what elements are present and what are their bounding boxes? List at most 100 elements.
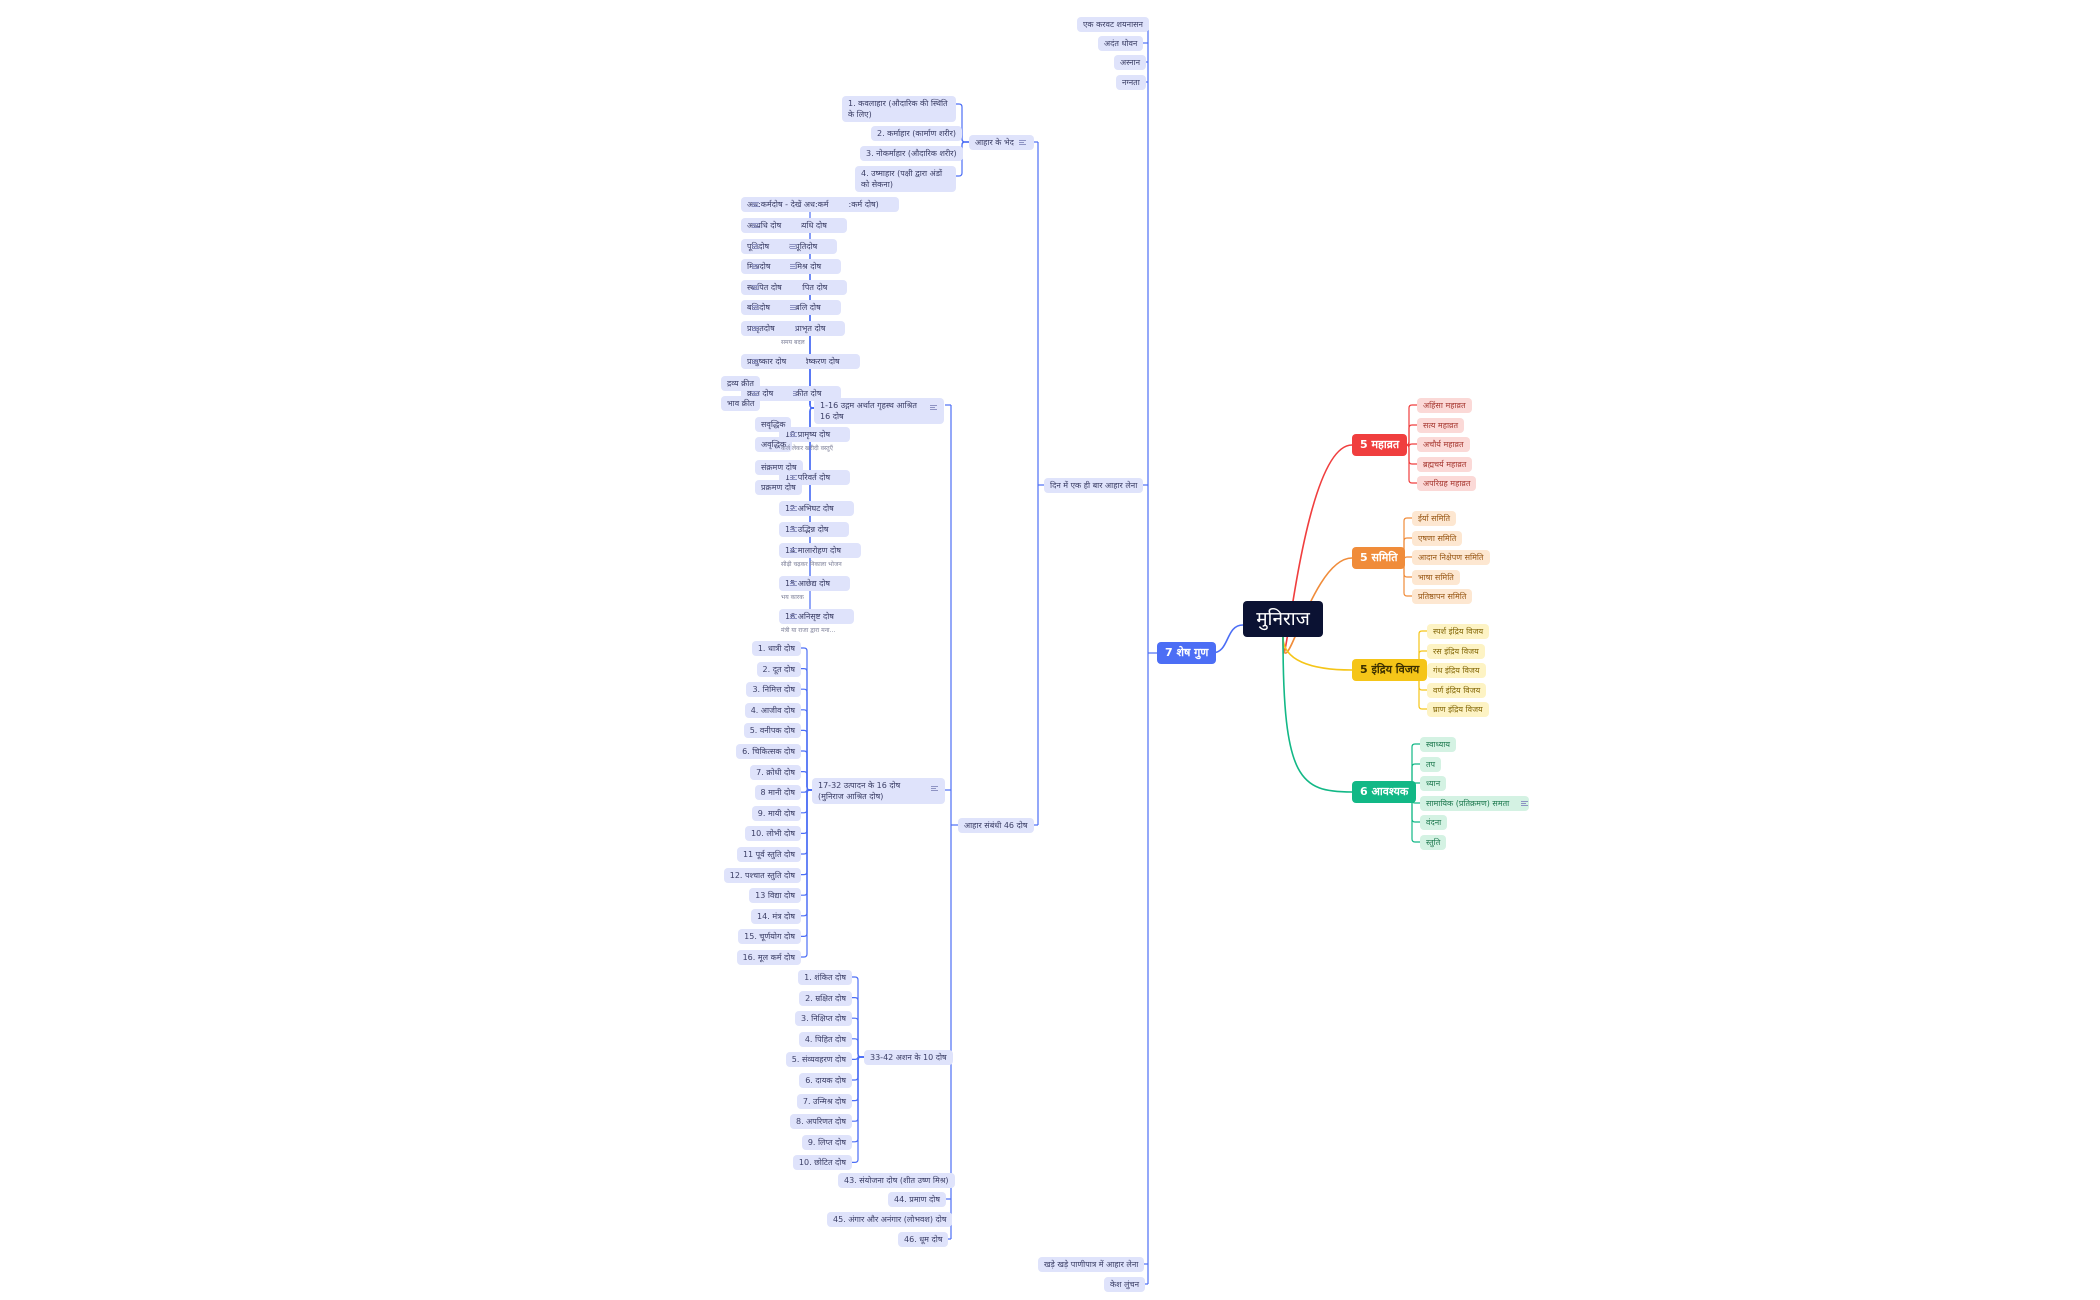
avashyak-item[interactable]: तप	[1420, 757, 1442, 772]
dosh-44[interactable]: 44. प्रमाण दोष	[888, 1192, 946, 1207]
udgam-dosh-item[interactable]: 9. क्रीत दोष	[779, 386, 842, 401]
utpadan-dosh[interactable]: 17-32 उत्पादन के 16 दोष (मुनिराज आश्रित …	[812, 778, 945, 804]
shesh-item[interactable]: एक करवट शयनासन	[1077, 17, 1149, 32]
shesh-item[interactable]: नग्नता	[1116, 75, 1146, 90]
utpadan-dosh-item[interactable]: 1. धात्री दोष	[751, 641, 801, 656]
mahavrat-item[interactable]: अचौर्य महाव्रत	[1417, 437, 1470, 452]
udgam-dosh-item[interactable]: 13 उद्भिन्न दोष	[779, 522, 849, 537]
ashan-dosh-item[interactable]: 9. लिप्त दोष	[801, 1134, 852, 1150]
samiti-item[interactable]: प्रतिष्ठापन समिति	[1412, 589, 1473, 604]
note-icon[interactable]	[790, 244, 797, 249]
note-icon[interactable]	[790, 581, 797, 586]
ahar-bhed[interactable]: आहार के भेद	[969, 135, 1034, 150]
utpadan-dosh-item[interactable]: 4. आजीव दोष	[744, 702, 801, 718]
avashyak-item[interactable]: सामायिक (प्रतिक्रमण) समता	[1420, 796, 1530, 811]
ashan-dosh-item[interactable]: 8. अपरिणत दोष	[789, 1114, 852, 1130]
ashan-dosh-item[interactable]: 7. उन्मिश्र दोष	[796, 1093, 852, 1109]
dosh-46[interactable]: आहार संबंधी 46 दोष	[958, 818, 1034, 833]
note-icon[interactable]	[752, 326, 759, 331]
samiti-item[interactable]: भाषा समिति	[1412, 570, 1460, 585]
note-icon[interactable]	[1521, 801, 1528, 806]
shesh-item[interactable]: दिन में एक ही बार आहार लेना	[1044, 478, 1144, 493]
topic-shesh-gun[interactable]: 7 शेष गुण	[1157, 642, 1217, 664]
utpadan-dosh-item[interactable]: 15. चूर्णयोग दोष	[738, 929, 801, 945]
ahar-bhed-item[interactable]: 2. कर्माहार (कार्माण शरीर)	[871, 126, 963, 141]
topic-avashyak[interactable]: 6 आवश्यक	[1352, 781, 1417, 803]
udgam-dosh-item[interactable]: 15 आछेद्य दोष	[779, 576, 851, 591]
note-icon[interactable]	[790, 548, 797, 553]
utpadan-dosh-item[interactable]: 16. मूल कर्म दोष	[736, 950, 801, 965]
utpadan-dosh-item[interactable]: 6. चिकित्सक दोष	[736, 744, 801, 759]
indriya-item[interactable]: स्पर्श इंद्रिय विजय	[1427, 624, 1490, 639]
topic-samiti[interactable]: 5 समिति	[1352, 547, 1406, 569]
indriya-item[interactable]: रस इंद्रिय विजय	[1427, 644, 1485, 659]
ashan-dosh-item[interactable]: 3. निक्षिप्त दोष	[794, 1011, 852, 1027]
udgam-dosh-item[interactable]: 4. मिश्र दोष	[779, 259, 842, 274]
utpadan-dosh-item[interactable]: 9. मायी दोष	[751, 805, 801, 821]
avashyak-item[interactable]: स्वाध्याय	[1420, 737, 1456, 752]
topic-indriya-vijay[interactable]: 5 इंद्रिय विजय	[1352, 659, 1428, 681]
ashan-dosh-item[interactable]: 10. छोटित दोष	[792, 1155, 852, 1171]
udgam-dosh[interactable]: 1-16 उद्गम अर्थात गृहस्थ आश्रित 16 दोष	[814, 398, 944, 424]
udgam-dosh-alias[interactable]: स्थापित दोष	[741, 280, 802, 295]
note-icon[interactable]	[752, 285, 759, 290]
ahar-bhed-item[interactable]: 1. कवलाहार (औदारिक की स्थिति के लिए)	[842, 96, 956, 122]
udgam-dosh-alias[interactable]: प्राद्युष्कार दोष	[741, 354, 807, 369]
ashan-dosh-item[interactable]: 4. पिहित दोष	[798, 1031, 852, 1047]
note-icon[interactable]	[790, 614, 797, 619]
udgam-dosh-sub[interactable]: अवृद्धिक	[755, 437, 793, 452]
udgam-dosh-alias[interactable]: अध्यधि दोष	[741, 218, 802, 233]
note-icon[interactable]	[790, 527, 797, 532]
note-icon[interactable]	[752, 391, 759, 396]
dosh-45[interactable]: 45. अंगार और अनंगार (लोभवश) दोष	[827, 1212, 953, 1227]
samiti-item[interactable]: आदान निक्षेपण समिति	[1412, 550, 1490, 565]
dosh-46-item[interactable]: 46. धूम दोष	[898, 1232, 949, 1247]
utpadan-dosh-item[interactable]: 12. पश्चात स्तुति दोष	[723, 867, 801, 883]
udgam-dosh-sub[interactable]: द्रव्य क्रीत	[721, 376, 760, 391]
indriya-item[interactable]: गंध इंद्रिय विजय	[1427, 663, 1486, 678]
note-icon[interactable]	[1019, 140, 1026, 145]
ashan-dosh-item[interactable]: 5. संव्यवहरण दोष	[785, 1052, 852, 1068]
shesh-item[interactable]: केश लुंचन	[1104, 1277, 1146, 1292]
samiti-item[interactable]: ईर्या समिति	[1412, 511, 1457, 526]
utpadan-dosh-item[interactable]: 10. लोभी दोष	[745, 826, 801, 842]
utpadan-dosh-item[interactable]: 7. क्रोधी दोष	[750, 764, 801, 780]
note-icon[interactable]	[790, 506, 797, 511]
note-icon[interactable]	[752, 202, 759, 207]
udgam-dosh-sub[interactable]: संक्रमण दोष	[755, 460, 803, 475]
avashyak-item[interactable]: वंदना	[1420, 815, 1448, 830]
udgam-dosh-item[interactable]: 10 प्रामृष्य दोष	[779, 427, 851, 442]
dosh-43[interactable]: 43. संयोजना दोष (शीत उष्ण मिश्र)	[838, 1173, 955, 1188]
shesh-item[interactable]: खड़े खड़े पाणीपात्र में आहार लेना	[1038, 1257, 1145, 1272]
shesh-item[interactable]: अदंत धोवन	[1098, 36, 1144, 51]
note-icon[interactable]	[930, 405, 937, 410]
central-topic[interactable]: मुनिराज	[1243, 601, 1323, 637]
note-icon[interactable]	[752, 244, 759, 249]
note-icon[interactable]	[790, 305, 797, 310]
udgam-dosh-alias[interactable]: प्राभृतदोष	[741, 321, 795, 336]
shesh-item[interactable]: अस्नान	[1114, 55, 1147, 70]
topic-mahavrat[interactable]: 5 महाव्रत	[1352, 434, 1408, 456]
note-icon[interactable]	[790, 432, 797, 437]
udgam-dosh-item[interactable]: 16 अनिसृष्ट दोष	[779, 609, 854, 624]
ashan-dosh-item[interactable]: 1. शंकित दोष	[798, 970, 852, 985]
udgam-dosh-sub[interactable]: भाव क्रीत	[721, 396, 761, 411]
udgam-dosh-alias[interactable]: बलिदोष	[741, 300, 791, 315]
udgam-dosh-alias[interactable]: मिश्रदोष	[741, 259, 791, 274]
utpadan-dosh-item[interactable]: 14. मंत्र दोष	[751, 908, 801, 924]
note-icon[interactable]	[790, 475, 797, 480]
avashyak-item[interactable]: स्तुति	[1420, 835, 1447, 850]
udgam-dosh-alias[interactable]: पूतिदोष	[741, 239, 790, 254]
note-icon[interactable]	[790, 264, 797, 269]
mahavrat-item[interactable]: अहिंसा महाव्रत	[1417, 398, 1472, 413]
ashan-dosh-item[interactable]: 2. म्रक्षित दोष	[799, 990, 852, 1006]
ashan-dosh-item[interactable]: 6. दायक दोष	[799, 1073, 852, 1088]
ahar-bhed-item[interactable]: 4. उष्माहार (पक्षी द्वारा अंडों को सेकना…	[855, 166, 956, 192]
note-icon[interactable]	[752, 264, 759, 269]
ahar-bhed-item[interactable]: 3. नोकर्माहार (औदारिक शरीर)	[860, 146, 963, 161]
udgam-dosh-item[interactable]: 3. पूतिदोष	[779, 239, 838, 254]
mahavrat-item[interactable]: ब्रह्मचर्य महाव्रत	[1417, 457, 1473, 472]
udgam-dosh-sub[interactable]: प्रक्रमण दोष	[755, 480, 802, 495]
mahavrat-item[interactable]: सत्य महाव्रत	[1417, 418, 1465, 433]
udgam-dosh-item[interactable]: 14 मालारोहण दोष	[779, 543, 861, 558]
